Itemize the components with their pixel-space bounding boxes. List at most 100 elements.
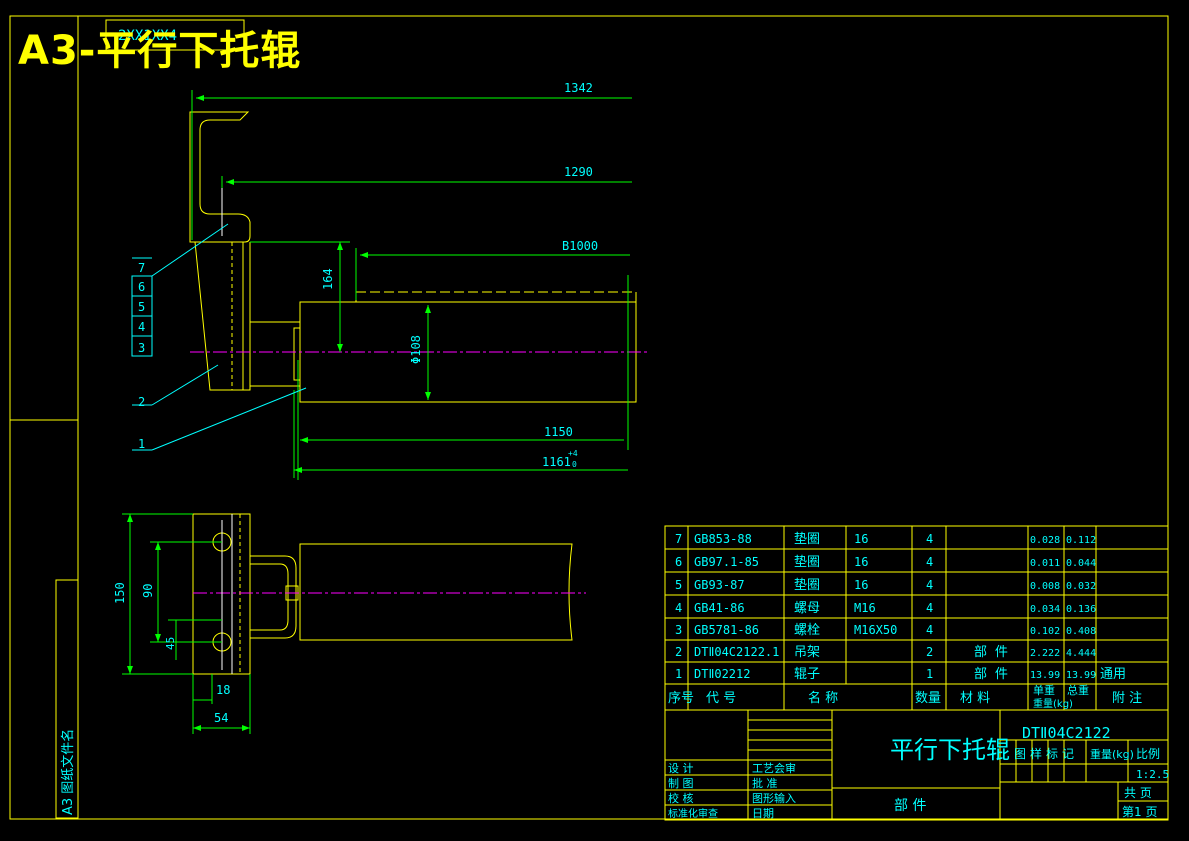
role-date: 日期 [752,807,774,820]
balloon-numbers: 7 6 5 4 3 2 1 [138,261,145,451]
bom-cell-no: 1 [675,667,682,681]
bom-cell-code: DTⅡ04C2122.1 [694,645,779,659]
dim-1150: 1150 [544,425,573,439]
bom-cell-qty: 4 [926,623,933,637]
bom-header-weight: 重量(kg) [1033,697,1073,710]
bom-cell-code: GB97.1-85 [694,555,759,569]
bom-cell-code: GB853-88 [694,532,752,546]
dim-1342: 1342 [564,81,593,95]
bom-cell-qty: 1 [926,667,933,681]
dim-90: 90 [141,584,155,598]
bom-cell-spec: M16X50 [854,623,897,637]
bom-cell-name: 螺母 [794,601,820,616]
bom-header-unit: 单重 [1033,683,1055,697]
dimension-arrows-front [127,514,250,731]
dim-45: 45 [164,637,177,650]
bom-header-note: 附 注 [1112,691,1142,706]
bom-header-material: 材 料 [960,691,990,706]
dimension-lines-top [191,90,632,480]
bom-cell-no: 4 [675,601,682,615]
bom-cell-code: GB41-86 [694,601,745,615]
bom-cell-total: 0.032 [1066,581,1096,592]
bom-cell-unit: 0.102 [1030,626,1060,637]
bom-cell-no: 7 [675,532,682,546]
drawing-number: DTⅡ04C2122 [1022,724,1111,742]
bom-cell-code: DTⅡ02212 [694,667,750,681]
bracket-front-view [192,513,573,675]
bom-cell-total: 0.044 [1066,558,1096,569]
bom-cell-unit: 0.028 [1030,535,1060,546]
dim-1290: 1290 [564,165,593,179]
total-pages: 共 页 [1124,786,1152,800]
dim-1161: 1161 [542,455,571,469]
bom-cell-unit: 2.222 [1030,648,1060,659]
weight-label: 重量(kg) [1090,747,1134,761]
bom-cell-name: 辊子 [794,667,820,682]
role-draw: 制 图 [668,777,694,790]
bom-cell-qty: 4 [926,555,933,569]
bom-cell-no: 2 [675,645,682,659]
bom-cell-total: 0.136 [1066,604,1096,615]
bom-cell-qty: 4 [926,532,933,546]
bom-cell-spec: 16 [854,578,868,592]
bom-cell-name: 垫圈 [794,531,820,547]
bom-cell-note: 通用 [1100,667,1126,682]
balloon-7: 7 [138,261,145,275]
title-block-grid [664,709,1169,821]
bom-cell-name: 吊架 [794,645,820,660]
page-number: 第1 页 [1122,805,1157,819]
bom-cell-total: 13.99 [1066,670,1096,681]
dim-54: 54 [214,711,228,725]
bom-cell-name: 垫圈 [794,577,820,593]
role-design: 设 计 [668,762,694,775]
bom-cell-name: 垫圈 [794,554,820,570]
drawing-title: A3-平行下托辊 [18,28,302,74]
bom-cell-no: 5 [675,578,682,592]
balloon-stack [131,223,307,451]
bom-header-qty: 数量 [915,691,941,706]
balloon-1: 1 [138,437,145,451]
bom-cell-unit: 0.008 [1030,581,1060,592]
bom-cell-qty: 4 [926,578,933,592]
bom-cell-mat: 部 件 [974,667,1008,682]
dim-tol-plus: +4 [568,449,578,458]
bom-cell-no: 3 [675,623,682,637]
dim-18: 18 [216,683,230,697]
dim-phi108: Φ108 [409,335,423,364]
balloon-5: 5 [138,300,145,314]
marks-label: 图样标记 [1014,746,1078,761]
role-process: 工艺会审 [752,761,796,775]
top-stamp: 2XX1XX4 [118,28,177,44]
bom-cell-mat: 部 件 [974,645,1008,660]
bom-cell-spec: M16 [854,601,876,615]
bom-cell-total: 4.444 [1066,648,1096,659]
bom-cell-total: 0.112 [1066,535,1096,546]
role-input: 图形输入 [752,791,796,805]
bom-header: 序号 代 号 名 称 数量 材 料 单重 总重 重量(kg) 附 注 [668,683,1142,710]
part-name: 平行下托辊 [890,736,1010,764]
bom-cell-unit: 0.011 [1030,558,1060,569]
bom-cell-unit: 0.034 [1030,604,1060,615]
bom-cell-code: GB93-87 [694,578,745,592]
balloon-4: 4 [138,320,145,334]
dim-150: 150 [113,582,127,604]
scale-label: 比例 [1136,747,1160,761]
role-approve: 批 准 [752,776,778,790]
bom-cell-qty: 4 [926,601,933,615]
dimension-arrows-top [196,95,431,473]
balloon-6: 6 [138,280,145,294]
scale-value: 1:2.5 [1136,768,1169,781]
bom-cell-name: 螺栓 [794,623,820,638]
dim-164: 164 [321,268,335,290]
bom-table-grid [664,525,1169,711]
dimension-lines-front [122,513,251,734]
bom-cell-qty: 2 [926,645,933,659]
bom-header-no: 序号 [668,691,694,706]
side-label: A3 图纸文件名 [60,729,76,815]
dim-tol-zero: 0 [572,460,577,469]
bom-cell-total: 0.408 [1066,626,1096,637]
role-check: 校 核 [668,791,694,805]
bom-header-total: 总重 [1067,683,1089,697]
